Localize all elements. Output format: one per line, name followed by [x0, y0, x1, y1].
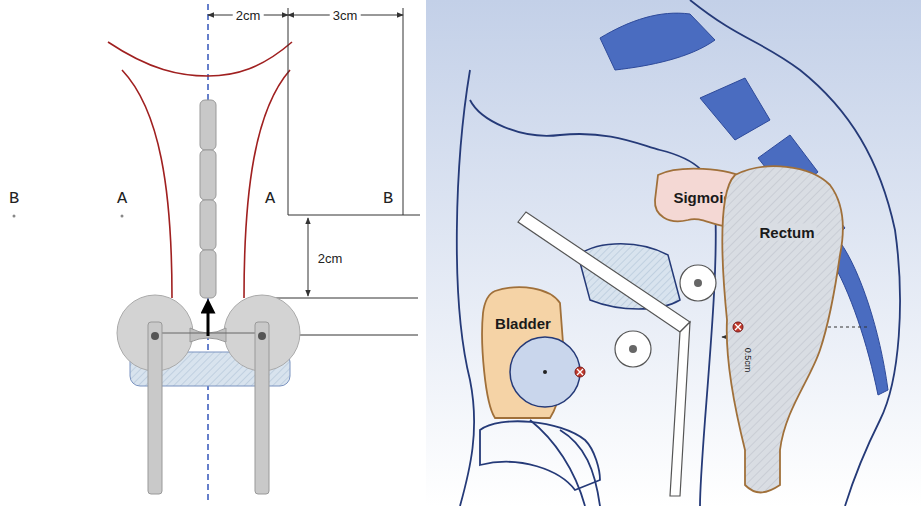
point-label: B	[9, 189, 19, 208]
organ-label: Rectum	[757, 224, 816, 241]
organ-outline	[705, 160, 855, 500]
dimension-label: 2cm	[233, 8, 264, 23]
dimension-label: 2cm	[315, 251, 346, 266]
organ-shape: Rectum	[705, 160, 855, 500]
point-label: A	[117, 189, 127, 208]
point-label: B	[383, 189, 393, 208]
organ-label: Bladder	[493, 315, 553, 332]
dimension-label: 0.5cm	[743, 348, 753, 373]
organ-outline	[475, 283, 570, 423]
organ-shape: Bladder	[475, 283, 570, 423]
point-label: A	[265, 189, 275, 208]
dimension-label: 3cm	[330, 8, 361, 23]
